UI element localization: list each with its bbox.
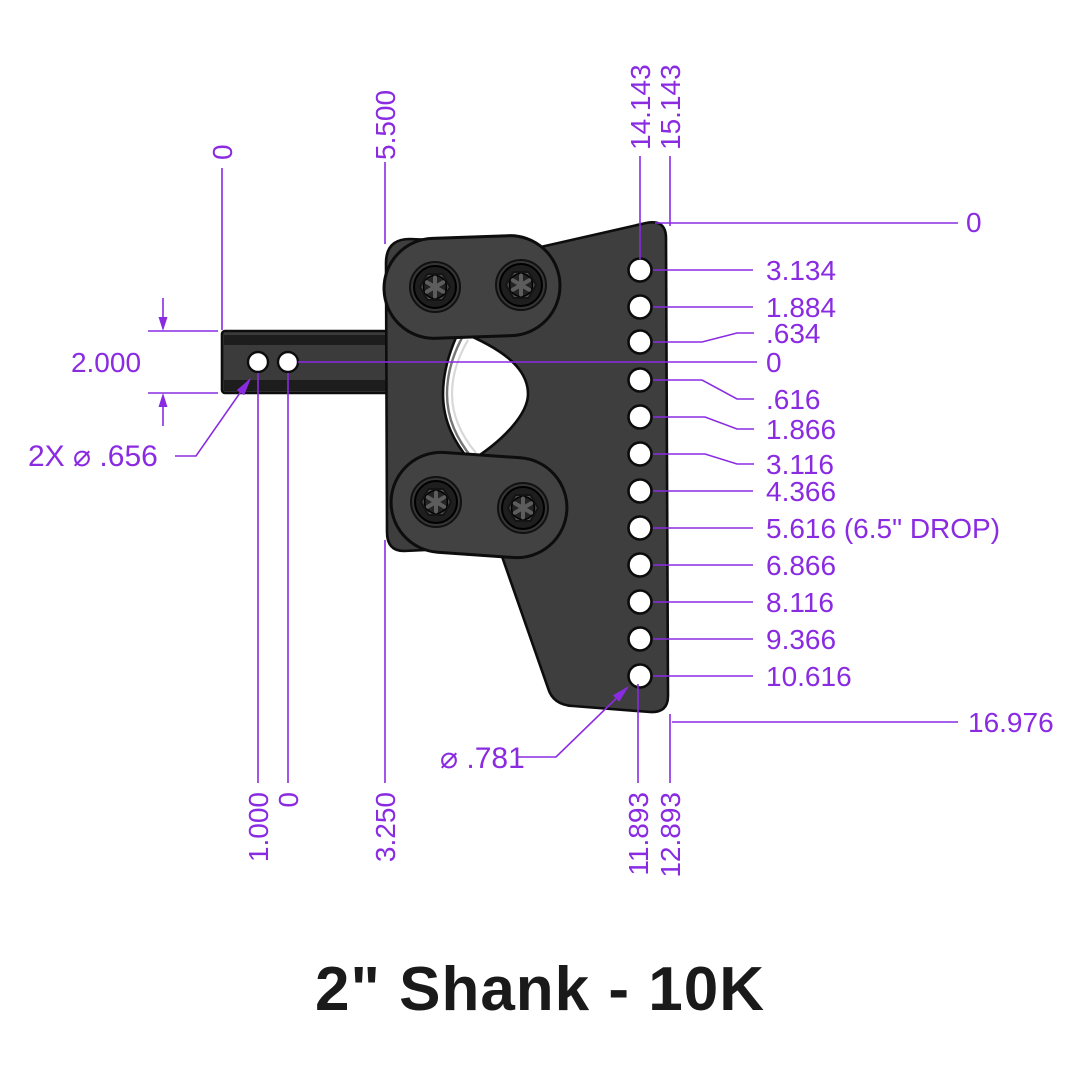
torx-screw-icon bbox=[494, 258, 548, 312]
dim-bar-left-zero: 0 bbox=[207, 144, 238, 160]
dim-hole-9: 6.866 bbox=[766, 550, 836, 581]
dim-body-left: 5.500 bbox=[370, 90, 401, 160]
dim-hole-offset-bottom: 1.000 bbox=[243, 792, 274, 862]
dim-hole-7: 4.366 bbox=[766, 476, 836, 507]
dim-center-zero: 0 bbox=[766, 347, 782, 378]
dim-hole-2: 1.884 bbox=[766, 292, 836, 323]
ball-opening-highlight bbox=[445, 335, 477, 459]
dim-hole-10: 8.116 bbox=[766, 587, 834, 618]
dimension-labels: 0 5.500 14.143 15.143 0 3.134 1.884 .634… bbox=[28, 64, 1054, 877]
torx-screw-icon bbox=[409, 475, 463, 529]
dim-plate-hole-dia: ⌀ .781 bbox=[440, 742, 525, 775]
dim-hole-12: 10.616 bbox=[766, 661, 852, 692]
dim-body-left-bottom: 3.250 bbox=[370, 792, 401, 862]
head-body-and-plate bbox=[456, 221, 670, 714]
dim-plate-total: 16.976 bbox=[968, 707, 1054, 738]
torx-screw-icon bbox=[408, 260, 462, 314]
dim-plate-right-bottom: 12.893 bbox=[655, 792, 686, 878]
dim-hole-3: .634 bbox=[766, 318, 821, 349]
dim-plate-right-top: 15.143 bbox=[655, 64, 686, 150]
dim-hole-column-bottom: 11.893 bbox=[623, 792, 654, 876]
dim-shank-hole-dia: 2X ⌀ .656 bbox=[28, 440, 158, 473]
dim-hole-6: 3.116 bbox=[766, 449, 834, 480]
torx-screw-icon bbox=[496, 481, 550, 535]
dim-hole-1: 3.134 bbox=[766, 255, 836, 286]
shank-hole bbox=[276, 350, 300, 374]
drawing-title: 2" Shank - 10K bbox=[315, 955, 765, 1024]
dim-plate-top-zero: 0 bbox=[966, 207, 982, 238]
dim-hole-zero-bottom: 0 bbox=[273, 792, 304, 808]
shank-hole bbox=[246, 350, 270, 374]
dimension-lines bbox=[148, 156, 958, 783]
dim-hole-5: 1.866 bbox=[766, 414, 836, 445]
dim-hole-11: 9.366 bbox=[766, 624, 836, 655]
dim-bar-height: 2.000 bbox=[71, 347, 141, 378]
dim-hole-column-top: 14.143 bbox=[625, 64, 656, 150]
dim-hole-4: .616 bbox=[766, 384, 821, 415]
dim-hole-8-drop: 5.616 (6.5" DROP) bbox=[766, 513, 1000, 544]
